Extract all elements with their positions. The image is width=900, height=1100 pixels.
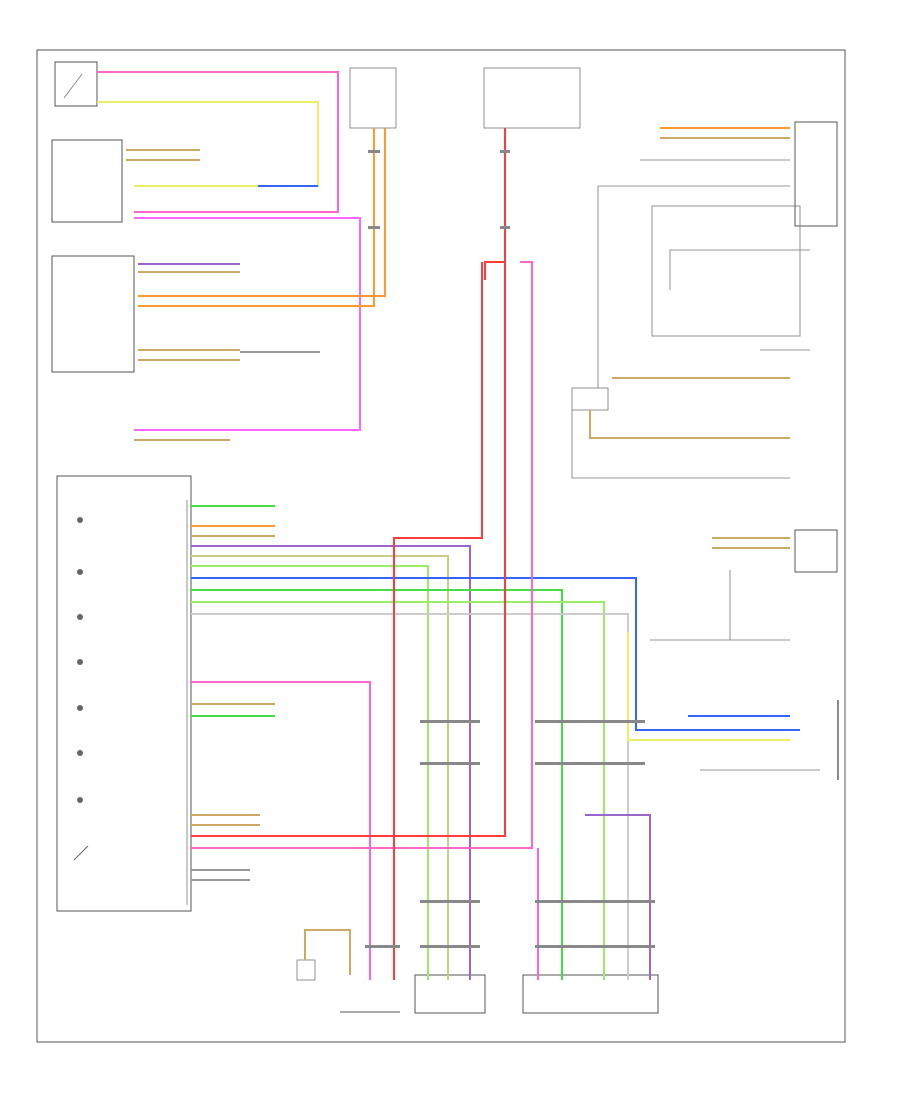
module-box-right-lower bbox=[794, 529, 838, 573]
fuel-level-sensor-box bbox=[414, 974, 486, 1014]
lamp-icon bbox=[77, 517, 83, 803]
control-lines bbox=[571, 159, 820, 771]
fuel-pump-module-box bbox=[522, 974, 659, 1014]
module-box-middle bbox=[51, 255, 135, 373]
brake-fluid-switch-box bbox=[54, 61, 98, 107]
wire-group bbox=[97, 71, 800, 980]
sensor-connector bbox=[571, 387, 609, 411]
diagram-frame bbox=[36, 49, 846, 1043]
fuse-block-left bbox=[349, 67, 397, 129]
switch-contact-icon bbox=[63, 73, 83, 99]
instrument-cluster-box bbox=[56, 475, 192, 912]
module-box-upper bbox=[51, 139, 123, 223]
fuse-block-center bbox=[483, 67, 581, 129]
fuel-gauge-icon bbox=[73, 845, 89, 861]
ground-terminal bbox=[296, 959, 316, 981]
connector-markers bbox=[365, 150, 655, 948]
pressure-switch-group bbox=[651, 205, 801, 337]
module-box-right-upper bbox=[794, 121, 838, 227]
